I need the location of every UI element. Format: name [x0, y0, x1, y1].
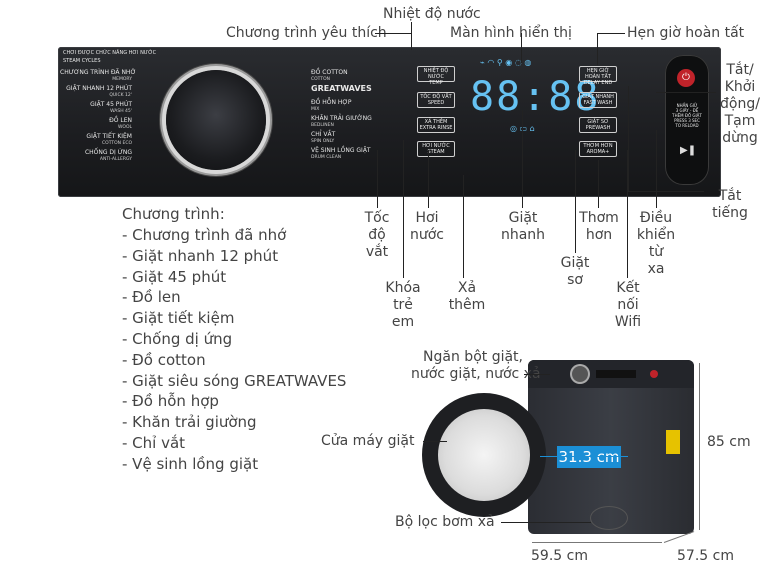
program-item: - Vệ sinh lồng giặt: [122, 454, 259, 473]
door-diameter-badge: 31.3 cm: [557, 446, 621, 468]
leader-mute-v: [628, 86, 629, 191]
program-item: - Chương trình đã nhớ: [122, 226, 287, 244]
leader-door: [423, 441, 447, 442]
dim-height: 85 cm: [707, 434, 751, 450]
leader-detergent: [524, 374, 550, 375]
program-item: - Khăn trải giường: [122, 413, 257, 432]
door-glass: [438, 409, 530, 501]
leader-display: [521, 33, 522, 63]
leader-wifi: [627, 150, 628, 278]
programs-title: Chương trình:: [122, 205, 225, 223]
washer-body: [528, 360, 694, 534]
washer-knob: [572, 366, 588, 382]
leader-lock: [403, 140, 404, 278]
leader-delay-h: [597, 33, 625, 34]
leader-power: [656, 92, 716, 93]
filter-cover: [590, 506, 628, 530]
leader-speed: [377, 150, 378, 208]
label-favorite: Chương trình yêu thích: [226, 25, 387, 41]
time-display: 88:88: [470, 74, 601, 120]
panel-top-note: CHƠI ĐƯỢC CHỨC NĂNG HƠI NƯỚC: [63, 50, 157, 56]
program-item: - Giặt 45 phút: [122, 267, 227, 286]
leader-steam: [428, 150, 429, 208]
play-pause-icon[interactable]: ▶❚: [680, 145, 697, 156]
dim-depth: 57.5 cm: [677, 548, 734, 564]
program-item: - Đồ hỗn hợp: [122, 392, 219, 411]
width-dimension-line: [532, 542, 662, 543]
label-filter: Bộ lọc bơm xả: [395, 514, 495, 530]
label-display: Màn hình hiển thị: [450, 25, 572, 41]
leader-delay-v: [597, 33, 598, 65]
label-temp: Nhiệt độ nước: [383, 6, 481, 22]
control-panel: CHƠI ĐƯỢC CHỨC NĂNG HƠI NƯỚC STEAM CYCLE…: [58, 47, 721, 197]
prog-greatwaves: GREATWAVES: [311, 84, 372, 93]
leader-mute-h: [628, 191, 704, 192]
program-item: - Giặt tiết kiệm: [122, 309, 235, 328]
leader-rinse: [463, 175, 464, 278]
energy-label: [666, 430, 680, 454]
leader-remote: [656, 130, 657, 208]
leader-filter: [501, 522, 591, 523]
dim-width: 59.5 cm: [531, 548, 588, 564]
leader-temp: [411, 22, 412, 50]
panel-steam-cycles: STEAM CYCLES: [63, 58, 101, 64]
washer-power-icon: [650, 370, 658, 378]
washer-display: [596, 370, 636, 378]
program-item: - Giặt siêu sóng GREATWAVES: [122, 371, 347, 390]
height-dimension-line: [699, 363, 700, 530]
leader-aroma: [598, 160, 599, 208]
program-dial[interactable]: [166, 70, 266, 170]
leader-fast: [522, 110, 523, 208]
label-door: Cửa máy giặt: [321, 433, 415, 449]
label-delay: Hẹn giờ hoàn tất: [627, 25, 745, 41]
program-item: - Chỉ vắt: [122, 433, 186, 452]
program-item: - Chống dị ứng: [122, 329, 233, 348]
leader-prewash: [575, 150, 576, 253]
door-diameter-line: [540, 456, 628, 457]
program-item: - Giặt nhanh 12 phút: [122, 246, 279, 265]
label-detergent: Ngăn bột giặt,nước giặt, nước xả: [411, 349, 541, 382]
power-icon[interactable]: ⏻: [677, 69, 695, 87]
leader-favorite: [375, 33, 411, 34]
program-item: - Đồ len: [122, 288, 181, 307]
display-area: ⌁ ◠ ⚲ ◉ ◌ ◍ 88:88 ◎ ▭ ⌂: [470, 58, 598, 159]
program-list: - Chương trình đã nhớ - Giặt nhanh 12 ph…: [122, 225, 346, 475]
program-item: - Đồ cotton: [122, 350, 206, 369]
display-icons: ⌁ ◠ ⚲ ◉ ◌ ◍: [480, 58, 532, 67]
